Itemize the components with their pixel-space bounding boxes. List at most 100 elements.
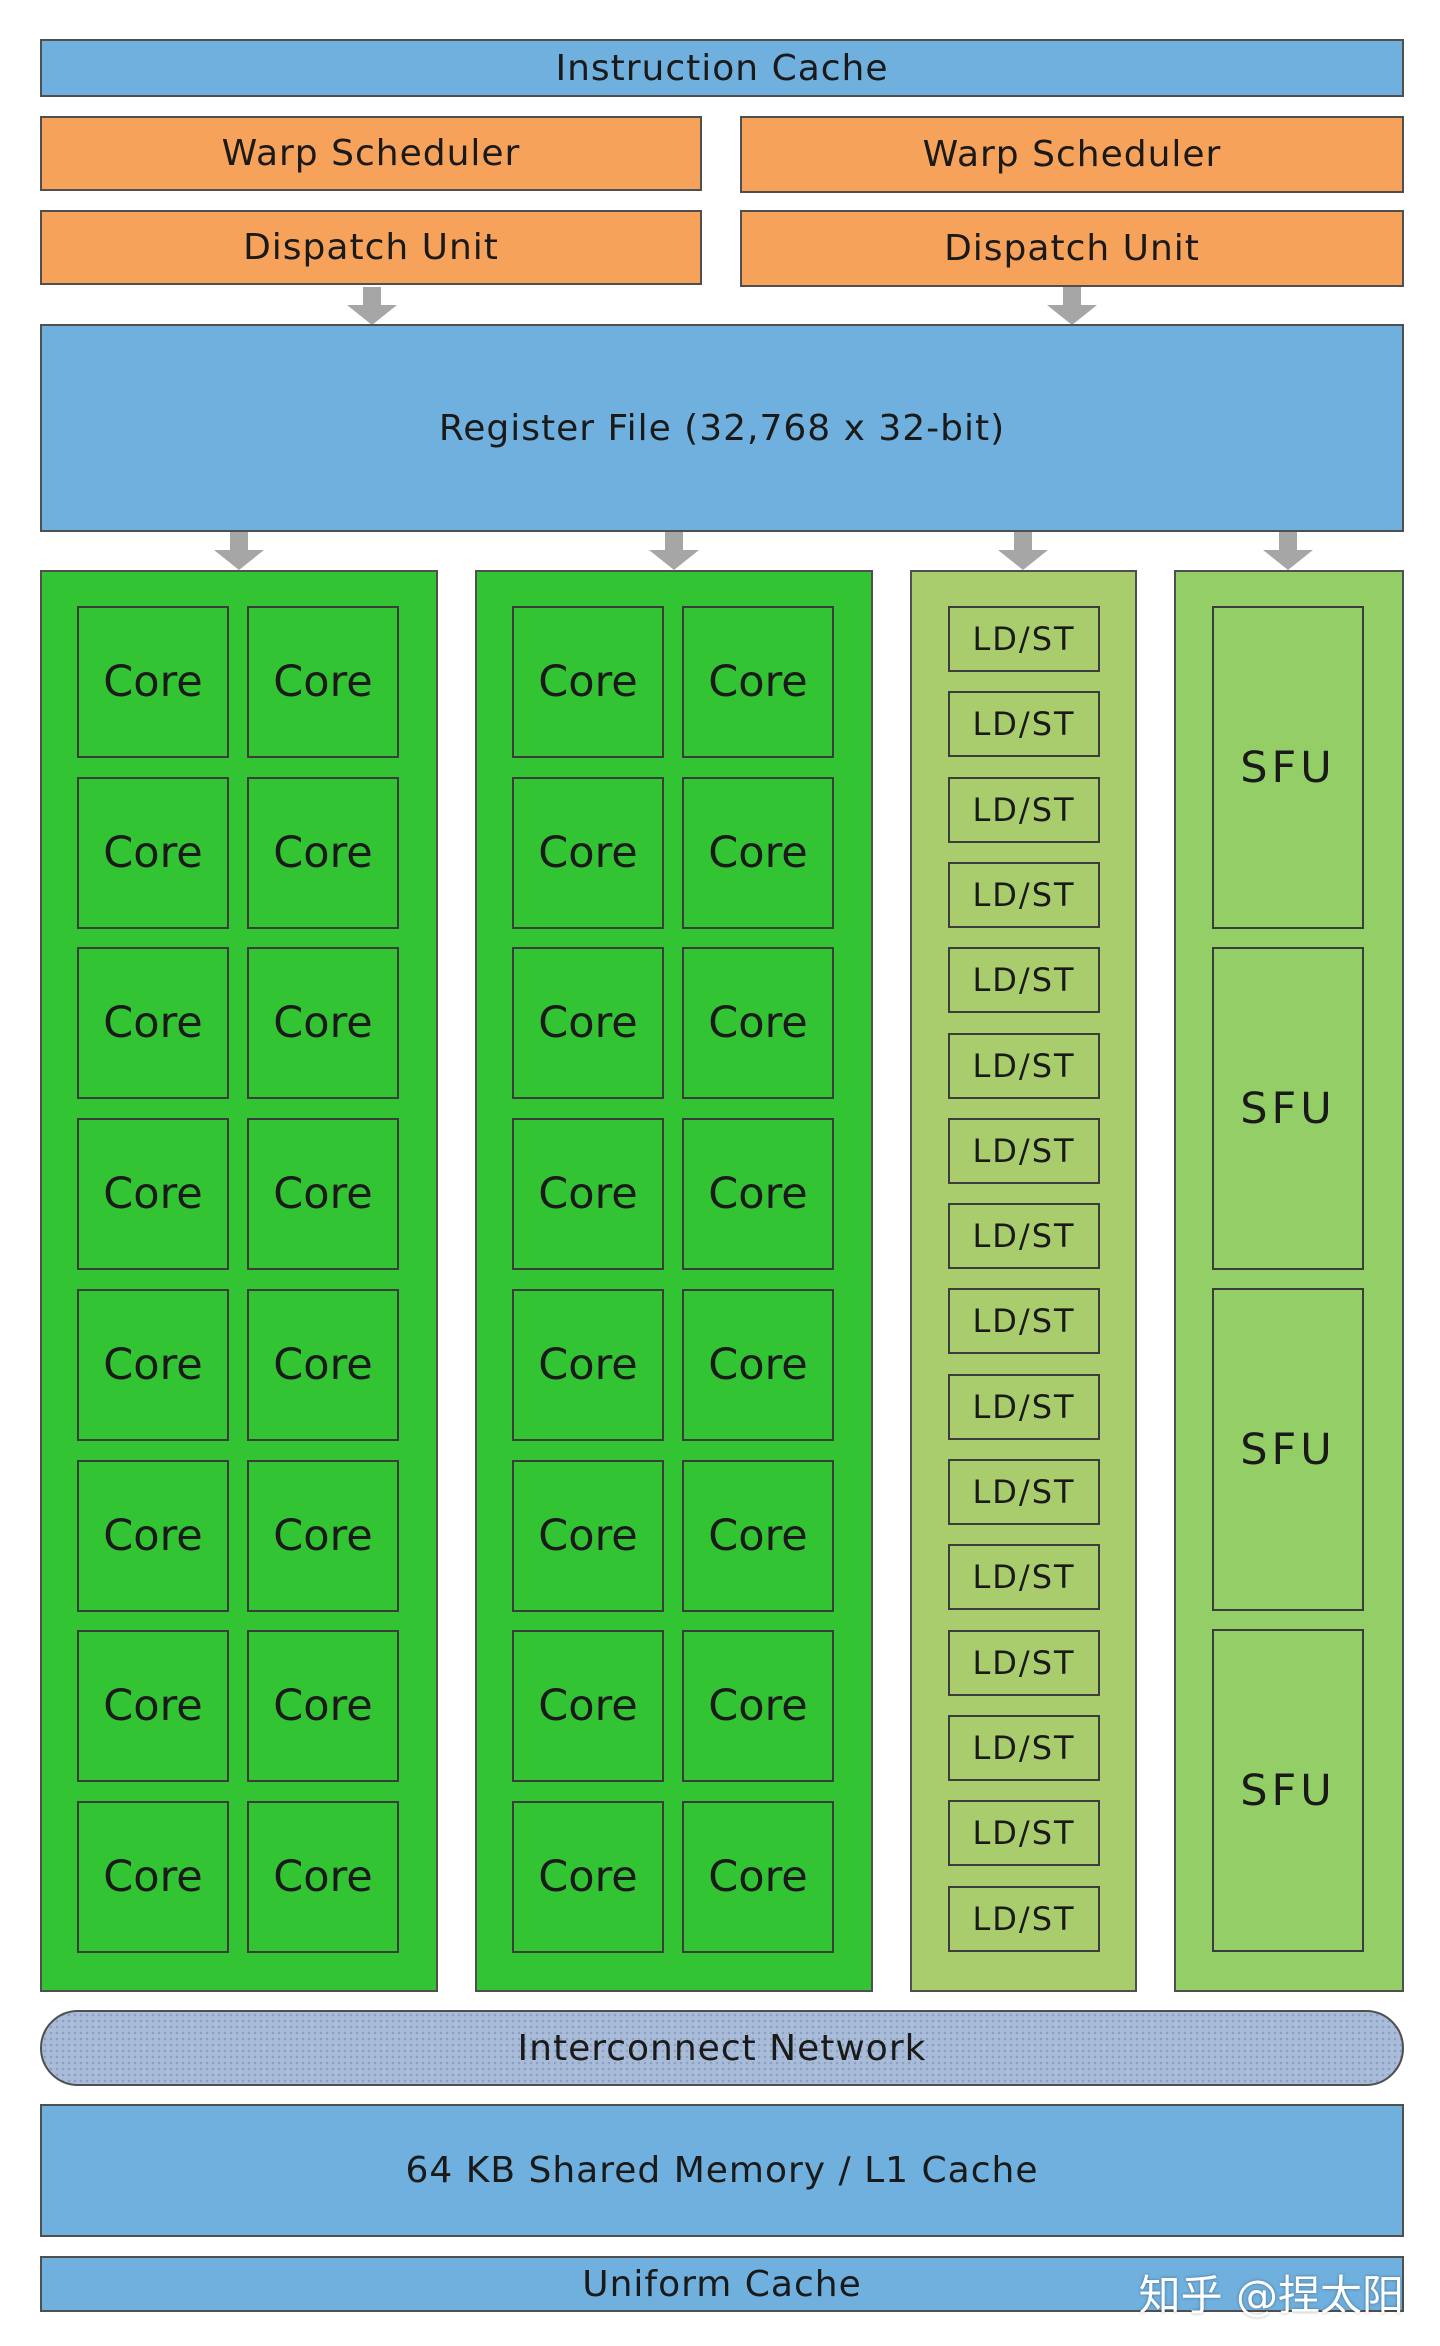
sfu-cell: SFU — [1212, 606, 1364, 929]
warp-scheduler-left: Warp Scheduler — [40, 116, 702, 191]
arrow-down-icon — [649, 532, 699, 570]
sfu-cell-label: SFU — [1240, 1765, 1336, 1816]
core-cell: Core — [77, 606, 229, 758]
core-cell-label: Core — [708, 657, 808, 707]
core-cell: Core — [247, 1630, 399, 1783]
core-cell: Core — [682, 947, 834, 1100]
core-cell-label: Core — [538, 827, 638, 878]
ldst-cell: LD/ST — [948, 1373, 1100, 1440]
core-cell: Core — [682, 1459, 834, 1612]
uniform-cache-label: Uniform Cache — [582, 2263, 862, 2305]
ldst-cell: LD/ST — [948, 1459, 1100, 1525]
ldst-cell-label: LD/ST — [972, 620, 1076, 658]
shared-memory-l1-cache: 64 KB Shared Memory / L1 Cache — [40, 2104, 1404, 2237]
core-cell: Core — [77, 1288, 229, 1441]
core-cell: Core — [512, 947, 664, 1100]
core-cell-label: Core — [103, 1169, 203, 1220]
core-cell: Core — [77, 1118, 229, 1271]
warp-scheduler-left-label: Warp Scheduler — [221, 133, 521, 174]
dispatch-unit-right-label: Dispatch Unit — [944, 228, 1200, 269]
core-cell: Core — [77, 947, 229, 1100]
core-cell-label: Core — [103, 827, 203, 878]
core-cell-label: Core — [273, 827, 373, 878]
core-cell-label: Core — [273, 1169, 373, 1220]
core-cell-label: Core — [708, 1510, 808, 1561]
shared-memory-label: 64 KB Shared Memory / L1 Cache — [405, 2150, 1039, 2191]
ldst-cell-label: LD/ST — [972, 1217, 1076, 1256]
core-cell: Core — [512, 1800, 664, 1953]
instruction-cache: Instruction Cache — [40, 39, 1404, 97]
arrow-down-icon — [998, 532, 1048, 570]
core-cell: Core — [77, 1459, 229, 1612]
core-cell-label: Core — [538, 657, 638, 707]
arrow-down-icon — [1263, 532, 1313, 570]
ldst-cell: LD/ST — [948, 776, 1100, 843]
core-cell-label: Core — [103, 1851, 203, 1902]
instruction-cache-label: Instruction Cache — [555, 47, 889, 89]
core-cell: Core — [247, 1800, 399, 1953]
core-cell: Core — [682, 1630, 834, 1783]
sfu-cell-label: SFU — [1240, 742, 1336, 793]
core-cell-label: Core — [708, 1681, 808, 1732]
core-cell-label: Core — [538, 998, 638, 1049]
sfu-cell: SFU — [1212, 1288, 1364, 1611]
ldst-cell-label: LD/ST — [972, 1899, 1076, 1938]
core-cell: Core — [512, 1288, 664, 1441]
core-cell: Core — [682, 1288, 834, 1441]
interconnect-network: Interconnect Network — [40, 2010, 1404, 2086]
ldst-cell-label: LD/ST — [972, 1728, 1076, 1767]
ldst-cell-label: LD/ST — [972, 1814, 1076, 1853]
core-cell-label: Core — [273, 998, 373, 1049]
core-cell: Core — [512, 1459, 664, 1612]
sfu-cell-label: SFU — [1240, 1083, 1336, 1134]
core-cell: Core — [682, 606, 834, 758]
core-cell: Core — [247, 776, 399, 929]
ldst-cell: LD/ST — [948, 1629, 1100, 1696]
core-cell-label: Core — [273, 1851, 373, 1902]
core-cell-label: Core — [538, 1339, 638, 1390]
ldst-cell: LD/ST — [948, 861, 1100, 928]
core-cell-label: Core — [708, 827, 808, 878]
ldst-cell-label: LD/ST — [972, 1473, 1076, 1511]
ldst-cell-label: LD/ST — [972, 1046, 1076, 1085]
ldst-cell: LD/ST — [948, 691, 1100, 758]
core-cell-label: Core — [273, 1681, 373, 1732]
ldst-cell: LD/ST — [948, 947, 1100, 1014]
core-cell-label: Core — [538, 1169, 638, 1220]
uniform-cache: Uniform Cache — [40, 2256, 1404, 2312]
watermark: 知乎 @捏太阳 — [1138, 2271, 1404, 2320]
ldst-cell: LD/ST — [948, 1117, 1100, 1184]
interconnect-network-label: Interconnect Network — [517, 2027, 927, 2069]
ldst-cell-label: LD/ST — [972, 1387, 1076, 1426]
core-cell: Core — [77, 1800, 229, 1953]
core-cell: Core — [512, 606, 664, 758]
core-cell-label: Core — [103, 657, 203, 707]
core-cell-label: Core — [103, 1339, 203, 1390]
core-cell: Core — [247, 1118, 399, 1271]
ldst-cell-label: LD/ST — [972, 790, 1076, 829]
ldst-cell-label: LD/ST — [972, 1131, 1076, 1170]
core-cell: Core — [512, 776, 664, 929]
ldst-cell-label: LD/ST — [972, 875, 1076, 914]
warp-scheduler-right-label: Warp Scheduler — [922, 134, 1222, 175]
core-cell-label: Core — [708, 998, 808, 1049]
arrow-down-icon — [214, 532, 264, 570]
core-cell-label: Core — [538, 1510, 638, 1561]
register-file: Register File (32,768 x 32-bit) — [40, 324, 1404, 532]
sfu-cell-label: SFU — [1240, 1424, 1336, 1475]
core-cell-label: Core — [708, 1169, 808, 1220]
ldst-cell-label: LD/ST — [972, 1302, 1076, 1341]
dispatch-unit-right: Dispatch Unit — [740, 210, 1404, 287]
core-cell-label: Core — [273, 1339, 373, 1390]
ldst-cell-label: LD/ST — [972, 1643, 1076, 1682]
ldst-cell: LD/ST — [948, 1714, 1100, 1781]
dispatch-unit-left-label: Dispatch Unit — [243, 227, 499, 268]
core-cell-label: Core — [708, 1851, 808, 1902]
ldst-cell: LD/ST — [948, 1800, 1100, 1867]
warp-scheduler-right: Warp Scheduler — [740, 116, 1404, 193]
core-cell-label: Core — [273, 657, 373, 707]
core-cell: Core — [247, 947, 399, 1100]
sfu-cell: SFU — [1212, 1629, 1364, 1952]
ldst-cell-label: LD/ST — [972, 705, 1076, 744]
core-cell: Core — [512, 1118, 664, 1271]
